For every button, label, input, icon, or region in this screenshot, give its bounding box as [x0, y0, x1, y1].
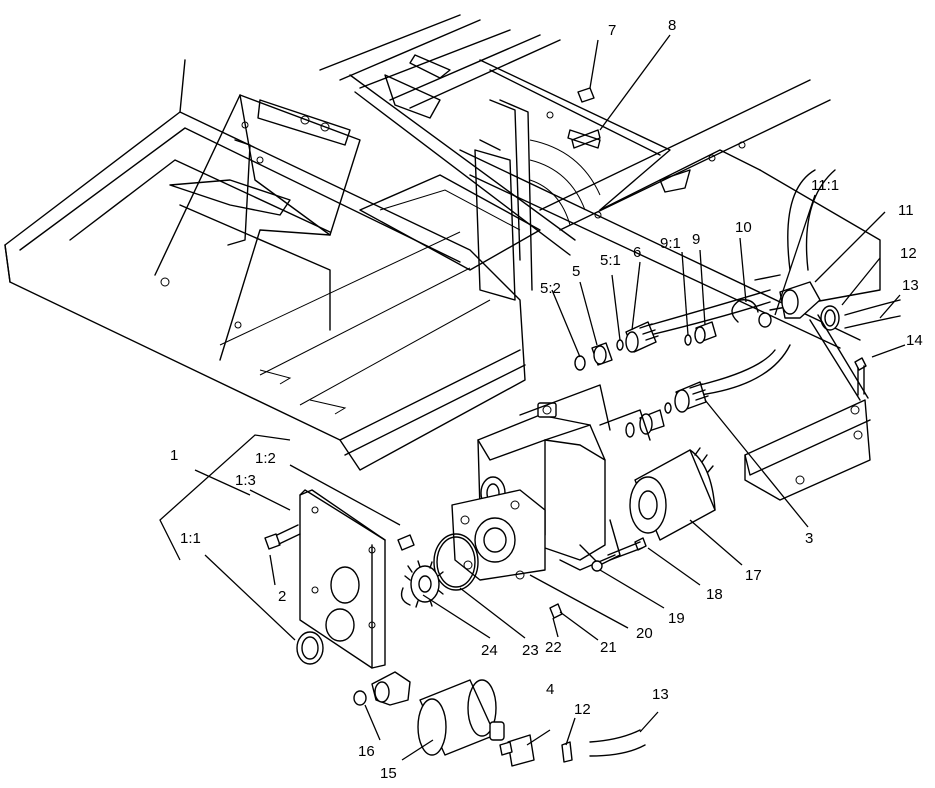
- label-15: 15: [380, 765, 397, 782]
- adapter-plate: [299, 489, 386, 669]
- label-1-1: 1:1: [180, 530, 201, 547]
- label-1-2: 1:2: [255, 450, 276, 467]
- label-6: 6: [633, 244, 641, 261]
- label-4: 4: [546, 681, 554, 698]
- label-5: 5: [572, 263, 580, 280]
- bolt-2: [264, 524, 301, 550]
- label-12-bottom: 12: [574, 701, 591, 718]
- label-16: 16: [358, 743, 375, 760]
- label-14: 14: [906, 332, 923, 349]
- label-21: 21: [600, 639, 617, 656]
- seal-1-1: [296, 631, 324, 665]
- label-11-1: 11:1: [811, 177, 839, 194]
- label-5-1: 5:1: [600, 252, 621, 269]
- part-labels: 1 1:2 1:3 1:1 2 3 4 5:2 5 5:1 6 7 8 9:1 …: [170, 17, 923, 782]
- label-8: 8: [668, 17, 676, 34]
- washer-19: [591, 560, 603, 572]
- label-11: 11: [898, 202, 914, 219]
- label-1-3: 1:3: [235, 472, 256, 489]
- label-17: 17: [745, 567, 762, 584]
- label-18: 18: [706, 586, 723, 603]
- label-20: 20: [636, 625, 653, 642]
- label-23: 23: [522, 642, 539, 659]
- label-22: 22: [545, 639, 562, 656]
- label-24: 24: [481, 642, 498, 659]
- pin-1-2: [397, 534, 415, 551]
- bottom-parts: [353, 671, 573, 767]
- label-10: 10: [735, 219, 752, 236]
- label-9-1: 9:1: [660, 235, 681, 252]
- mount-bracket: [744, 314, 871, 501]
- coupling-gear-24: [400, 560, 444, 608]
- label-3: 3: [805, 530, 813, 547]
- hoses: [589, 169, 901, 757]
- label-13-bottom: 13: [652, 686, 669, 703]
- label-19: 19: [668, 610, 685, 627]
- machine-frame: [4, 14, 881, 471]
- label-9: 9: [692, 231, 700, 248]
- lower-fittings: [625, 381, 709, 438]
- fittings-row: [571, 87, 840, 371]
- label-2: 2: [278, 588, 286, 605]
- label-7: 7: [608, 22, 616, 39]
- leader-lines: [159, 34, 906, 761]
- label-1: 1: [170, 447, 178, 464]
- bolt-18: [607, 537, 647, 561]
- oil-filter: [629, 447, 716, 541]
- nut-22: [549, 603, 563, 619]
- label-13-top: 13: [902, 277, 919, 294]
- label-12-top: 12: [900, 245, 917, 262]
- o-ring-23: [433, 533, 479, 591]
- hydraulic-pump: [451, 384, 651, 581]
- label-5-2: 5:2: [540, 280, 561, 297]
